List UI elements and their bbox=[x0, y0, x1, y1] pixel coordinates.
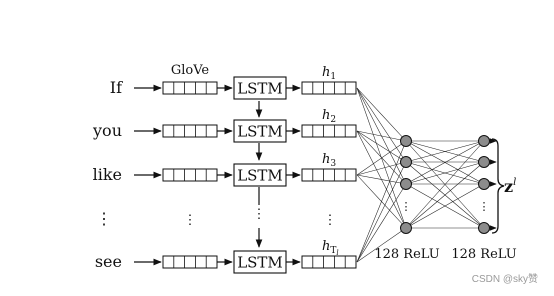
connection-line bbox=[356, 140, 407, 263]
hidden-box bbox=[301, 81, 357, 95]
embedding-ellipsis: ⋮ bbox=[184, 213, 197, 228]
input-word: like bbox=[93, 165, 122, 184]
connection-line bbox=[356, 161, 407, 263]
embedding-vector bbox=[162, 81, 218, 95]
hidden-box bbox=[301, 255, 357, 269]
neuron bbox=[400, 222, 412, 234]
connection-line bbox=[356, 87, 407, 163]
neuron bbox=[400, 156, 412, 168]
embedding-box bbox=[162, 124, 218, 138]
sequence-row: you LSTM h2 bbox=[92, 108, 357, 143]
embedding-box bbox=[162, 168, 218, 182]
connection-line bbox=[356, 183, 407, 263]
neuron bbox=[400, 178, 412, 190]
neuron bbox=[478, 178, 490, 190]
hidden-state-label: hTl bbox=[322, 239, 339, 257]
connection-line bbox=[356, 140, 407, 176]
connection-line bbox=[405, 140, 485, 163]
relu-layer-2: ⋮ bbox=[478, 135, 497, 234]
lstm-label: LSTM bbox=[237, 254, 283, 272]
output-brace bbox=[491, 138, 505, 234]
embedding-vector bbox=[162, 255, 218, 269]
connection-line bbox=[405, 140, 485, 185]
lstm-label: LSTM bbox=[237, 80, 283, 98]
connection-line bbox=[405, 161, 485, 229]
embedding-label: GloVe bbox=[171, 63, 210, 78]
neuron-ellipsis: ⋮ bbox=[479, 200, 490, 213]
connection-line bbox=[356, 130, 407, 163]
connection-line bbox=[405, 183, 485, 229]
hidden-box bbox=[301, 168, 357, 182]
connection-line bbox=[356, 130, 407, 185]
input-word: If bbox=[110, 78, 123, 97]
sequence-row: see LSTM hTl bbox=[95, 239, 357, 274]
connection-line bbox=[356, 174, 407, 185]
neuron bbox=[478, 135, 490, 147]
input-word: ⋮ bbox=[96, 209, 112, 228]
neuron-layers: ⋮⋮ bbox=[400, 135, 497, 234]
hidden-state-label: h3 bbox=[322, 152, 336, 169]
neuron bbox=[400, 135, 412, 147]
hidden-vector bbox=[301, 255, 357, 269]
relu-layer-1: ⋮ bbox=[400, 135, 412, 234]
connection-line bbox=[356, 161, 407, 176]
watermark: CSDN @sky赞 bbox=[472, 272, 538, 285]
lstm-recurrent-links: ⋮ bbox=[253, 101, 266, 248]
embedding-box bbox=[162, 255, 218, 269]
connection-line bbox=[356, 130, 407, 142]
connection-line bbox=[405, 161, 485, 185]
dense-connections bbox=[356, 87, 485, 263]
hidden-state-label: h1 bbox=[322, 65, 336, 82]
embedding-vector bbox=[162, 168, 218, 182]
output-label: zl bbox=[504, 177, 516, 196]
input-word: you bbox=[92, 121, 122, 140]
hidden-box bbox=[301, 124, 357, 138]
hidden-state-label: h2 bbox=[322, 108, 336, 125]
connection-line bbox=[356, 87, 407, 142]
neuron bbox=[478, 222, 490, 234]
neuron bbox=[478, 156, 490, 168]
neuron-ellipsis: ⋮ bbox=[401, 200, 412, 213]
hidden-vector bbox=[301, 168, 357, 182]
hidden-ellipsis: ⋮ bbox=[324, 213, 337, 228]
lstm-label: LSTM bbox=[237, 123, 283, 141]
connection-line bbox=[405, 140, 485, 229]
lstm-ellipsis: ⋮ bbox=[253, 207, 266, 222]
sequence-row: ⋮ ⋮ ⋮ bbox=[96, 209, 337, 228]
layer1-label: 128 ReLU bbox=[374, 247, 439, 262]
hidden-vector bbox=[301, 81, 357, 95]
hidden-vector bbox=[301, 124, 357, 138]
connection-line bbox=[356, 227, 407, 263]
input-word: see bbox=[95, 252, 122, 271]
layer2-label: 128 ReLU bbox=[451, 247, 516, 262]
embedding-box bbox=[162, 81, 218, 95]
lstm-label: LSTM bbox=[237, 167, 283, 185]
sequence-row: like LSTM h3 bbox=[93, 152, 357, 187]
embedding-vector bbox=[162, 124, 218, 138]
sequence-row: If LSTM h1 bbox=[110, 65, 357, 100]
